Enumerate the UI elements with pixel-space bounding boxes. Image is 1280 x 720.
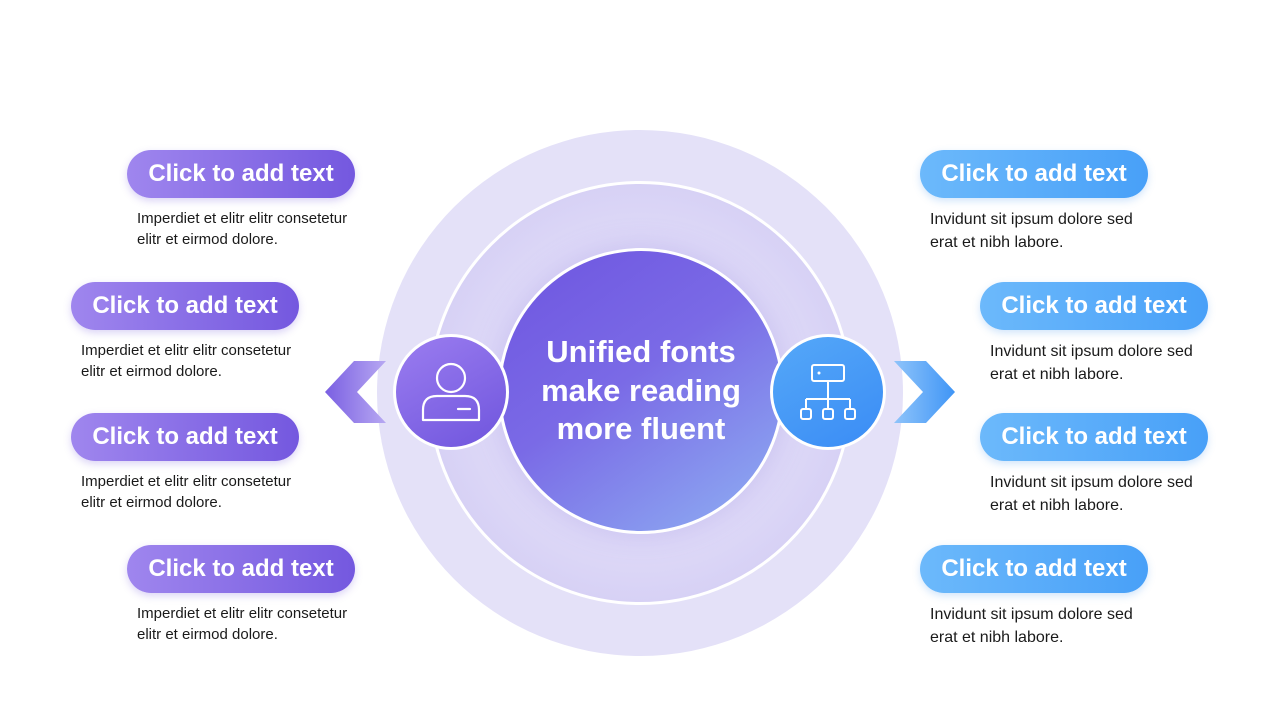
right-pill-2[interactable]: Click to add text (980, 282, 1208, 330)
right-desc-2[interactable]: Invidunt sit ipsum dolore sed erat et ni… (990, 340, 1193, 386)
left-desc-2[interactable]: Imperdiet et elitr elitr consetetur elit… (81, 340, 291, 382)
desc-line: elitr et eirmod dolore. (81, 494, 222, 511)
desc-line: erat et nibh labore. (990, 366, 1124, 383)
left-desc-4[interactable]: Imperdiet et elitr elitr consetetur elit… (137, 603, 347, 645)
desc-line: Invidunt sit ipsum dolore sed (930, 606, 1133, 623)
chevron-left-icon (325, 361, 386, 423)
desc-line: Imperdiet et elitr elitr consetetur (137, 605, 348, 622)
right-desc-4[interactable]: Invidunt sit ipsum dolore sed erat et ni… (930, 603, 1133, 649)
left-icon-circle (393, 334, 509, 450)
left-desc-1[interactable]: Imperdiet et elitr elitr consetetur elit… (137, 208, 347, 250)
right-desc-3[interactable]: Invidunt sit ipsum dolore sed erat et ni… (990, 471, 1193, 517)
desc-line: Imperdiet et elitr elitr consetetur (137, 210, 348, 227)
chevron-right-icon (894, 361, 955, 423)
user-icon (421, 362, 481, 422)
right-pill-1[interactable]: Click to add text (920, 150, 1148, 198)
desc-line: Imperdiet et elitr elitr consetetur (81, 473, 292, 490)
desc-line: elitr et eirmod dolore. (137, 231, 278, 248)
left-desc-3[interactable]: Imperdiet et elitr elitr consetetur elit… (81, 471, 291, 513)
desc-line: elitr et eirmod dolore. (81, 363, 222, 380)
desc-line: Invidunt sit ipsum dolore sed (990, 474, 1193, 491)
desc-line: erat et nibh labore. (990, 497, 1124, 514)
desc-line: Imperdiet et elitr elitr consetetur (81, 342, 292, 359)
desc-line: Invidunt sit ipsum dolore sed (930, 211, 1133, 228)
hierarchy-icon (800, 364, 856, 420)
right-pill-4[interactable]: Click to add text (920, 545, 1148, 593)
left-pill-4[interactable]: Click to add text (127, 545, 355, 593)
right-desc-1[interactable]: Invidunt sit ipsum dolore sed erat et ni… (930, 208, 1133, 254)
desc-line: erat et nibh labore. (930, 234, 1064, 251)
desc-line: Invidunt sit ipsum dolore sed (990, 343, 1193, 360)
left-pill-3[interactable]: Click to add text (71, 413, 299, 461)
left-pill-1[interactable]: Click to add text (127, 150, 355, 198)
desc-line: elitr et eirmod dolore. (137, 626, 278, 643)
right-pill-3[interactable]: Click to add text (980, 413, 1208, 461)
center-title[interactable]: Unified fonts make reading more fluent (541, 334, 741, 447)
left-pill-2[interactable]: Click to add text (71, 282, 299, 330)
center-circle: Unified fonts make reading more fluent (498, 248, 784, 534)
right-icon-circle (770, 334, 886, 450)
desc-line: erat et nibh labore. (930, 629, 1064, 646)
